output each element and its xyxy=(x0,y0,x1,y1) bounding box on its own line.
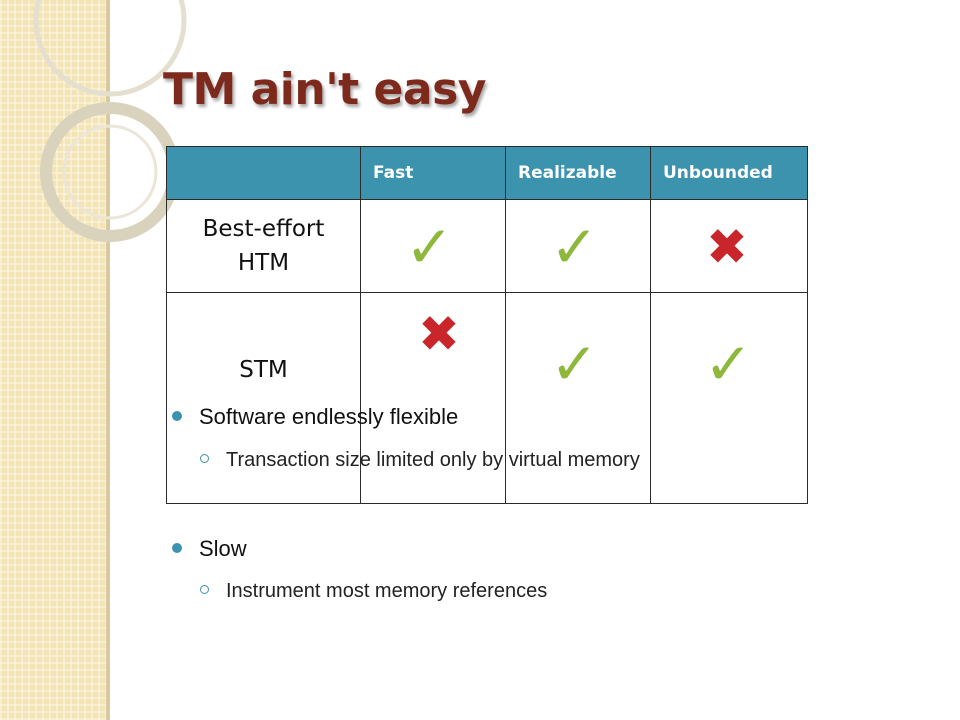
check-icon: ✓ xyxy=(704,330,753,398)
header-unbounded: Unbounded xyxy=(650,146,808,200)
bullet-dot-icon xyxy=(172,411,182,422)
table-row-stm: STM ✖ ✓ ✓ xyxy=(166,292,808,504)
row-label-line2: HTM xyxy=(237,250,290,276)
cross-icon: ✖ xyxy=(418,305,460,363)
comparison-table: Fast Realizable Unbounded Best-effort HT… xyxy=(166,146,808,504)
cell-stm-unbounded: ✓ xyxy=(650,292,808,504)
sub-bullet-text: Instrument most memory references xyxy=(226,580,548,602)
bullet-item: Software endlessly flexible xyxy=(172,404,458,430)
header-realizable: Realizable xyxy=(505,146,651,200)
row-label-stm: STM xyxy=(166,292,361,504)
header-fast: Fast xyxy=(360,146,506,200)
bullet-text: Slow xyxy=(199,536,247,561)
decorative-divider xyxy=(106,0,110,720)
cell-stm-fast: ✖ xyxy=(360,292,506,504)
deco-circle-top xyxy=(33,0,187,97)
sub-bullet-ring-icon xyxy=(200,454,209,464)
bullet-item: Slow xyxy=(172,536,247,562)
row-label-htm: Best-effort HTM xyxy=(166,199,361,293)
slide-title: TM ain't easy xyxy=(163,64,486,115)
row-label-line1: Best-effort xyxy=(202,216,325,242)
sub-bullet-ring-icon xyxy=(200,585,209,595)
check-icon: ✓ xyxy=(550,330,599,398)
row-label-line1: STM xyxy=(239,357,288,383)
cell-htm-unbounded: ✖ xyxy=(650,199,808,293)
table-header-row: Fast Realizable Unbounded xyxy=(166,146,808,200)
sub-bullet-item: Instrument most memory references xyxy=(200,580,547,603)
sub-bullet-item: Transaction size limited only by virtual… xyxy=(200,449,640,472)
check-icon: ✓ xyxy=(550,213,599,281)
cell-stm-realizable: ✓ xyxy=(505,292,651,504)
bullet-text: Software endlessly flexible xyxy=(199,404,459,429)
deco-circle-inner xyxy=(62,124,158,220)
cross-icon: ✖ xyxy=(706,218,748,276)
decorative-left-band xyxy=(0,0,106,720)
header-empty xyxy=(166,146,361,200)
bullet-dot-icon xyxy=(172,543,182,554)
sub-bullet-text: Transaction size limited only by virtual… xyxy=(226,449,640,471)
cell-htm-realizable: ✓ xyxy=(505,199,651,293)
cell-htm-fast: ✓ xyxy=(360,199,506,293)
table-row-htm: Best-effort HTM ✓ ✓ ✖ xyxy=(166,199,808,293)
check-icon: ✓ xyxy=(405,213,454,281)
